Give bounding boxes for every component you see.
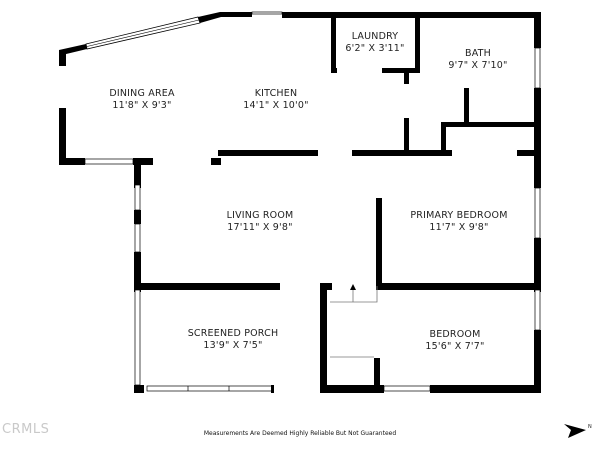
room-label-primary-bedroom: PRIMARY BEDROOM 11'7" X 9'8": [410, 210, 507, 234]
room-dimensions: 15'6" X 7'7": [425, 341, 485, 352]
watermark-logo: CRMLS: [2, 422, 50, 437]
room-label-dining-area: DINING AREA 11'8" X 9'3": [109, 88, 174, 112]
room-dimensions: 11'8" X 9'3": [112, 100, 172, 111]
walls: [59, 11, 541, 393]
room-name: DINING AREA: [109, 88, 175, 99]
north-arrow-icon: [564, 424, 586, 438]
room-name: BATH: [464, 48, 492, 59]
room-dimensions: 6'2" X 3'11": [345, 43, 405, 54]
north-label: N: [588, 424, 592, 430]
room-label-kitchen: KITCHEN 14'1" X 10'0": [243, 88, 308, 112]
room-label-screened-porch: SCREENED PORCH 13'9" X 7'5": [188, 328, 279, 352]
room-label-bedroom: BEDROOM 15'6" X 7'7": [425, 329, 484, 353]
room-name: PRIMARY BEDROOM: [410, 210, 508, 221]
room-dimensions: 13'9" X 7'5": [203, 340, 263, 351]
room-label-living-room: LIVING ROOM 17'11" X 9'8": [227, 210, 294, 234]
room-label-laundry: LAUNDRY 6'2" X 3'11": [345, 31, 404, 55]
room-dimensions: 14'1" X 10'0": [243, 100, 309, 111]
stair-arrow-icon: [350, 284, 356, 290]
room-dimensions: 9'7" X 7'10": [448, 60, 508, 71]
room-name: SCREENED PORCH: [187, 328, 279, 339]
room-dimensions: 11'7" X 9'8": [429, 222, 489, 233]
room-dimensions: 17'11" X 9'8": [227, 222, 293, 233]
room-name: KITCHEN: [254, 88, 298, 99]
hallway-outline: [330, 286, 378, 358]
room-name: LAUNDRY: [351, 31, 399, 42]
room-name: BEDROOM: [429, 329, 481, 340]
disclaimer-text: Measurements Are Deemed Highly Reliable …: [203, 430, 397, 437]
room-label-bath: BATH 9'7" X 7'10": [448, 48, 507, 72]
room-name: LIVING ROOM: [226, 210, 294, 221]
